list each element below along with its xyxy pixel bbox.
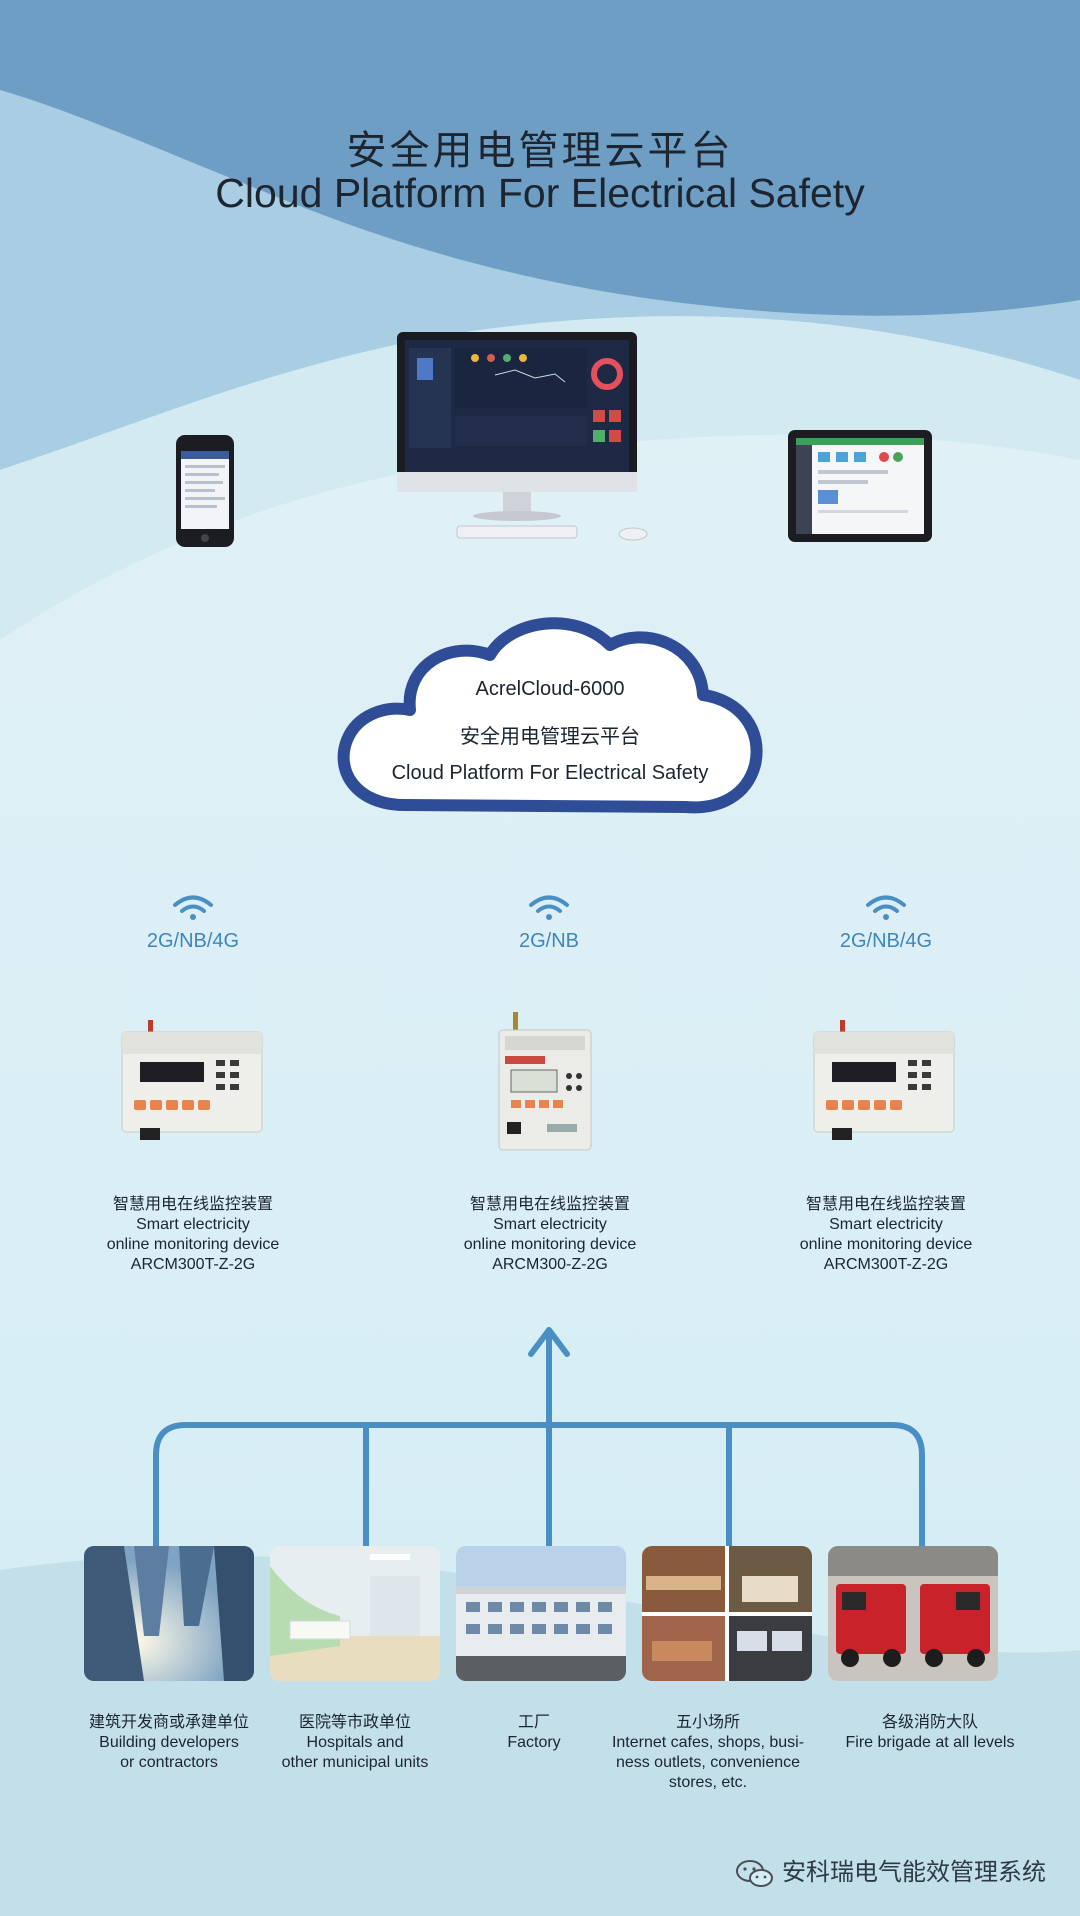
factory-photo — [456, 1546, 626, 1681]
wifi-icon — [173, 895, 213, 920]
desktop-monitor-icon — [397, 332, 648, 541]
source-name-en: Internet cafes, shops, busi- — [611, 1734, 805, 1751]
network-2: 2G/NB — [469, 895, 629, 953]
device-name-en: online monitoring device — [106, 1236, 280, 1253]
tablet-icon — [788, 430, 932, 542]
hospital-photo — [270, 1546, 440, 1681]
cloud-title-english: Cloud Platform For Electrical Safety — [391, 762, 709, 784]
source-caption: 各级消防大队 Fire brigade at all levels — [830, 1713, 1030, 1753]
source-caption: 工厂 Factory — [434, 1713, 634, 1753]
network-label: 2G/NB — [518, 930, 580, 952]
network-label: 2G/NB/4G — [839, 930, 933, 952]
source-name-en: ness outlets, convenience — [615, 1754, 801, 1771]
device-name-en: Smart electricity — [136, 1216, 250, 1233]
source-name-en: Hospitals and — [306, 1734, 404, 1751]
source-name-en: stores, etc. — [668, 1774, 748, 1791]
wechat-icon — [736, 1859, 774, 1887]
small-venues-photo — [642, 1546, 812, 1681]
source-name-cn: 医院等市政单位 — [298, 1714, 411, 1731]
device-caption: 智慧用电在线监控装置 Smart electricity online moni… — [420, 1195, 680, 1275]
up-arrow-icon — [528, 1327, 570, 1357]
device-name-en: Smart electricity — [829, 1216, 943, 1233]
source-name-cn: 工厂 — [517, 1714, 550, 1731]
watermark-text: 安科瑞电气能效管理系统 — [782, 1859, 1046, 1886]
device-model: ARCM300T-Z-2G — [823, 1256, 949, 1273]
smartphone-icon — [176, 435, 234, 547]
source-name-cn: 五小场所 — [675, 1714, 740, 1731]
monitoring-device-image — [498, 1012, 592, 1151]
source-name-cn: 各级消防大队 — [881, 1714, 978, 1731]
building-developers-photo — [84, 1546, 254, 1681]
device-name-en: Smart electricity — [493, 1216, 607, 1233]
source-name-cn: 建筑开发商或承建单位 — [88, 1714, 249, 1731]
title-chinese: 安全用电管理云平台 — [346, 129, 734, 173]
device-caption: 智慧用电在线监控装置 Smart electricity online moni… — [756, 1195, 1016, 1275]
monitoring-device-image — [121, 1020, 263, 1140]
device-name-cn: 智慧用电在线监控装置 — [469, 1196, 630, 1213]
device-name-cn: 智慧用电在线监控装置 — [805, 1196, 966, 1213]
device-model: ARCM300T-Z-2G — [130, 1256, 256, 1273]
source-caption: 医院等市政单位 Hospitals and other municipal un… — [255, 1713, 455, 1773]
network-1: 2G/NB/4G — [113, 895, 273, 953]
fire-brigade-photo — [828, 1546, 998, 1681]
source-name-en: Factory — [507, 1734, 561, 1751]
source-caption: 五小场所 Internet cafes, shops, busi- ness o… — [598, 1713, 818, 1793]
network-3: 2G/NB/4G — [806, 895, 966, 953]
cloud-product-name: AcrelCloud-6000 — [475, 678, 625, 700]
source-caption: 建筑开发商或承建单位 Building developers or contra… — [69, 1713, 269, 1773]
source-name-en: Fire brigade at all levels — [845, 1734, 1015, 1751]
wifi-icon — [866, 895, 906, 920]
monitoring-device-image — [813, 1020, 955, 1140]
cloud-title-chinese: 安全用电管理云平台 — [460, 726, 640, 748]
network-label: 2G/NB/4G — [146, 930, 240, 952]
wifi-icon — [529, 895, 569, 920]
device-caption: 智慧用电在线监控装置 Smart electricity online moni… — [63, 1195, 323, 1275]
source-name-en: other municipal units — [281, 1754, 429, 1771]
title-english: Cloud Platform For Electrical Safety — [215, 170, 865, 216]
device-name-en: online monitoring device — [463, 1236, 637, 1253]
source-name-en: Building developers — [99, 1734, 239, 1751]
device-name-cn: 智慧用电在线监控装置 — [112, 1196, 273, 1213]
device-name-en: online monitoring device — [799, 1236, 973, 1253]
cloud-shape — [337, 617, 763, 814]
source-name-en: or contractors — [120, 1754, 218, 1771]
watermark: 安科瑞电气能效管理系统 — [735, 1852, 1046, 1889]
device-model: ARCM300-Z-2G — [492, 1256, 608, 1273]
